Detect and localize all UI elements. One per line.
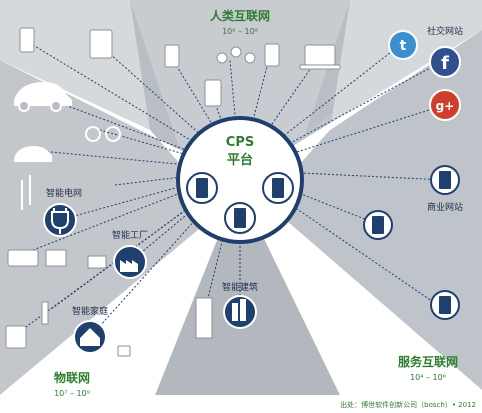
thing-icons	[5, 175, 213, 357]
laptop-base-icon	[299, 64, 341, 70]
panel-icon	[89, 29, 113, 59]
social-label: 社交网站	[427, 25, 463, 37]
car-icon	[14, 146, 52, 162]
hub-title: CPS	[226, 135, 254, 150]
hub-devices	[186, 172, 294, 234]
facebook-icon	[429, 46, 461, 78]
factory-icon	[113, 245, 147, 279]
battery-icon	[87, 255, 107, 269]
phone-icon	[164, 44, 180, 68]
door-icon	[195, 297, 213, 339]
grid-label: 智能电网	[46, 187, 82, 199]
laptop-icon	[304, 44, 336, 66]
vehicle-icons	[14, 82, 121, 162]
solar-panel-icon	[45, 249, 67, 267]
building-label: 智能建筑	[222, 281, 258, 293]
things-sector	[0, 60, 210, 395]
car-icon	[14, 82, 72, 106]
washer-icon	[5, 325, 27, 349]
factory-label: 智能工厂	[112, 229, 148, 241]
smart-icons	[43, 203, 257, 354]
svg-text:g+: g+	[436, 99, 455, 113]
siren-icon	[117, 345, 131, 357]
human-region-range: 10⁶ – 10⁸	[222, 27, 258, 36]
things-region-range: 10⁷ – 10⁹	[54, 389, 90, 398]
meter-icon	[7, 249, 39, 267]
commerce-label: 商业网站	[427, 201, 463, 213]
service-icons	[363, 165, 460, 320]
person-icon	[216, 52, 228, 64]
things-region-title: 物联网	[54, 370, 90, 385]
phone-icon	[19, 27, 35, 53]
services-sector	[270, 0, 482, 390]
services-region-range: 10⁴ – 10⁶	[410, 373, 446, 382]
google-plus-icon	[429, 89, 461, 121]
bicycle-icon	[85, 126, 101, 142]
lamp-icon	[41, 301, 49, 325]
person-icon	[244, 52, 256, 64]
source-note: 出处：博世软件创新公司（bosch）• 2012	[340, 400, 476, 409]
social-icons: t f g+	[388, 30, 461, 121]
svg-text:t: t	[400, 38, 407, 54]
services-region-title: 服务互联网	[398, 354, 458, 369]
phone-icon	[264, 43, 280, 67]
device-icons	[19, 27, 341, 107]
tablet-icon	[204, 79, 222, 107]
cps-hub	[176, 116, 304, 244]
twitter-icon	[388, 30, 418, 60]
person-icon	[230, 46, 242, 58]
home-label: 智能家庭	[72, 305, 108, 317]
human-region-title: 人类互联网	[210, 8, 270, 23]
hub-subtitle: 平台	[227, 152, 253, 168]
human-sector-top	[130, 0, 350, 150]
svg-text:f: f	[441, 53, 449, 74]
